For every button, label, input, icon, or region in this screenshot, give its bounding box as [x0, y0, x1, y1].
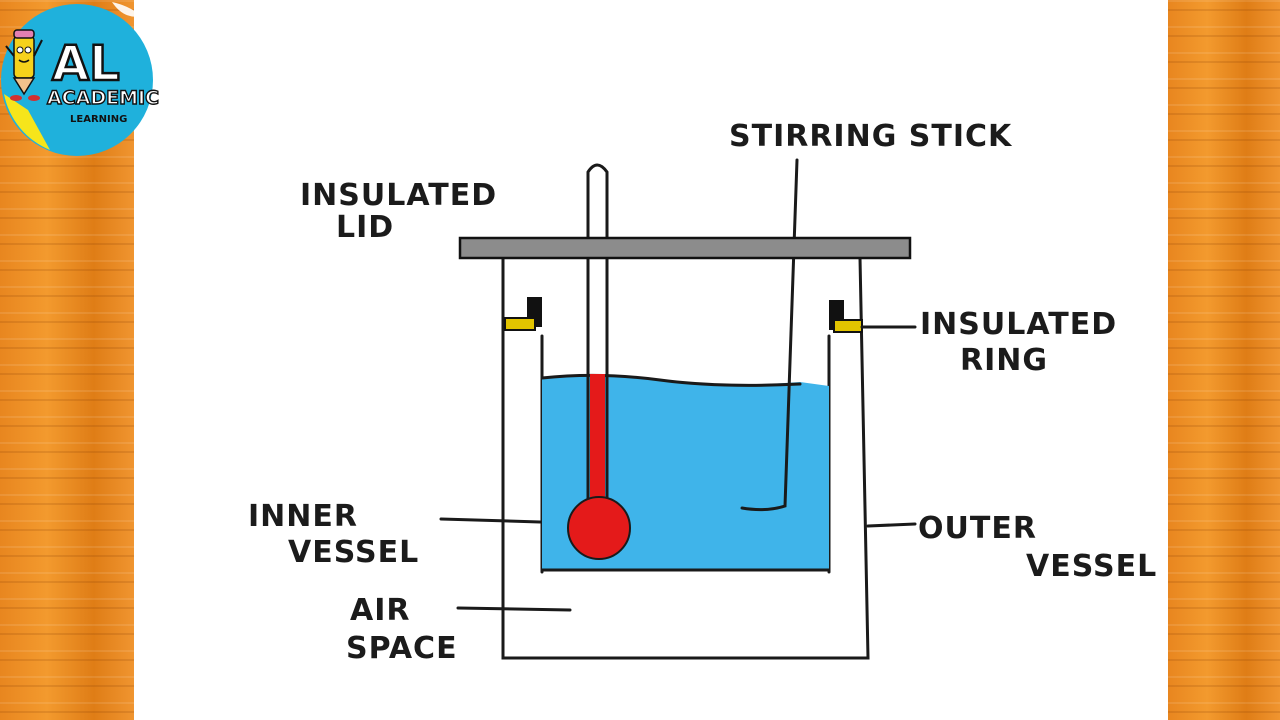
leader-air-space: [456, 606, 572, 612]
insulated-ring-right: [829, 300, 863, 333]
leader-outer-vessel: [866, 522, 917, 528]
label-outer-vessel: OUTER VESSEL: [918, 511, 1157, 584]
water-surface: [540, 373, 802, 387]
label-insulated-lid: INSULATED LID: [300, 178, 509, 245]
insulated-ring-left: [504, 297, 542, 331]
logo-tagline: LEARNING: [70, 114, 127, 125]
label-stirring-stick: STIRRING STICK: [729, 119, 1013, 154]
leader-inner-vessel: [439, 517, 542, 524]
thermometer: [567, 163, 631, 560]
logo-name: ACADEMIC: [47, 87, 159, 109]
insulated-lid: [458, 236, 912, 260]
label-insulated-ring: INSULATED RING: [920, 307, 1129, 378]
label-air-space: AIR SPACE: [346, 593, 458, 666]
wood-background-right: [1168, 0, 1280, 720]
logo-initials: AL: [52, 36, 120, 92]
paper-sheet: [134, 0, 1168, 720]
outer-vessel: [501, 256, 870, 660]
label-inner-vessel: INNER VESSEL: [248, 499, 419, 570]
al-academic-logo: AL ACADEMIC LEARNING: [1, 2, 160, 156]
pencil-mascot-icon: [5, 29, 43, 101]
stirring-stick: [740, 158, 799, 512]
